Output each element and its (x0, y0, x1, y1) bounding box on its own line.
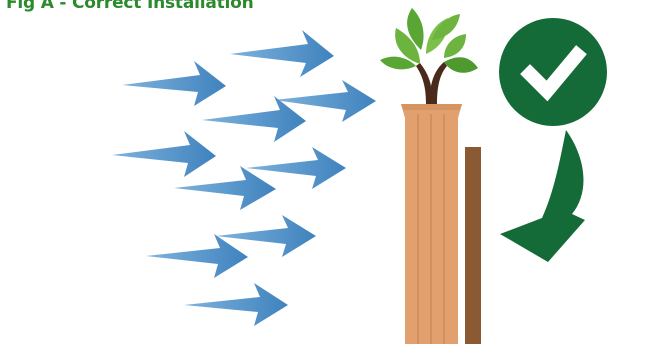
check-badge (499, 18, 607, 126)
wind-arrow-icon (146, 234, 248, 278)
wind-arrow-icon (122, 61, 226, 106)
tree-guard (401, 104, 462, 344)
stake (465, 147, 481, 344)
leaf (395, 28, 420, 64)
figure-caption: Fig A - Correct Installation (6, 0, 254, 13)
leaf (432, 14, 460, 40)
leaf (380, 56, 416, 70)
wind-arrow-icon (202, 96, 306, 142)
curved-arrow-icon (500, 130, 585, 262)
wind-arrows (112, 30, 376, 326)
leaf (444, 57, 478, 73)
wind-arrow-icon (216, 215, 316, 257)
wind-arrow-icon (230, 30, 334, 77)
leaf (444, 34, 466, 58)
trunk (416, 62, 447, 104)
check-badge-circle (499, 18, 607, 126)
wind-arrow-icon (184, 283, 288, 326)
wind-arrow-icon (174, 166, 276, 210)
wind-arrow-icon (274, 80, 376, 122)
leaf (407, 8, 424, 50)
wind-arrow-icon (246, 147, 346, 189)
check-icon (520, 45, 587, 102)
wind-arrow-icon (112, 131, 216, 177)
tree-sapling (380, 8, 478, 104)
